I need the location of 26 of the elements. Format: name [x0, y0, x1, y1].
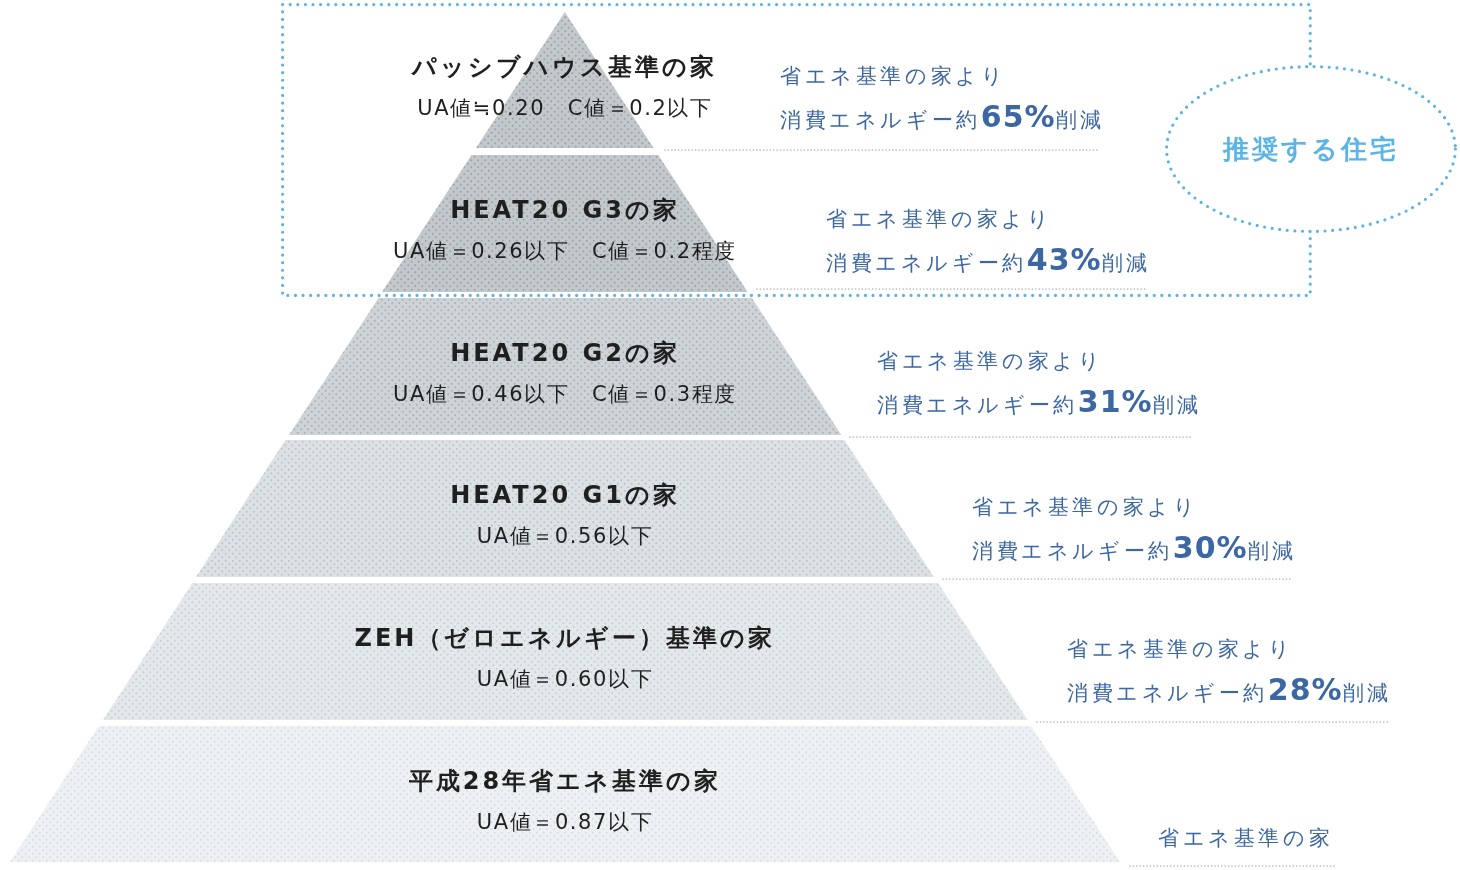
tier-spec-text: UA値＝0.26以下 C値＝0.2程度 — [393, 237, 737, 265]
note-text: 省エネ基準の家より — [972, 493, 1199, 521]
pyramid-tier — [382, 155, 748, 292]
tier-title: ZEH（ゼロエネルギー）基準の家 — [354, 623, 776, 653]
note-text: 省エネ基準の家 — [1158, 824, 1334, 852]
tier-spec-text: UA値≒0.20 C値＝0.2以下 — [417, 94, 713, 122]
pyramid-tier — [196, 440, 934, 577]
pyramid-tier — [102, 583, 1028, 720]
note-text: 省エネ基準の家より — [877, 347, 1104, 375]
pyramid-tier — [10, 726, 1120, 862]
tier-spec-text: UA値＝0.56以下 — [476, 522, 654, 550]
tier-title: 平成28年省エネ基準の家 — [408, 766, 722, 796]
callout-oval — [1165, 65, 1457, 233]
tier-title: HEAT20 G1の家 — [450, 480, 680, 510]
note-text: 省エネ基準の家より — [1067, 635, 1294, 663]
tier-spec-text: UA値＝0.60以下 — [476, 665, 654, 693]
note-text: 省エネ基準の家より — [780, 62, 1007, 90]
callout-text: 推奨する住宅 — [1223, 132, 1399, 166]
tier-title: HEAT20 G2の家 — [450, 338, 680, 368]
note-text: 省エネ基準の家より — [826, 205, 1053, 233]
tier-title: パッシブハウス基準の家 — [412, 52, 718, 82]
pyramid-tier — [288, 298, 842, 435]
tier-title: HEAT20 G3の家 — [450, 195, 680, 225]
tier-spec-text: UA値＝0.87以下 — [476, 808, 654, 836]
tier-spec-text: UA値＝0.46以下 C値＝0.3程度 — [393, 380, 737, 408]
dotted-frame — [281, 3, 1312, 297]
